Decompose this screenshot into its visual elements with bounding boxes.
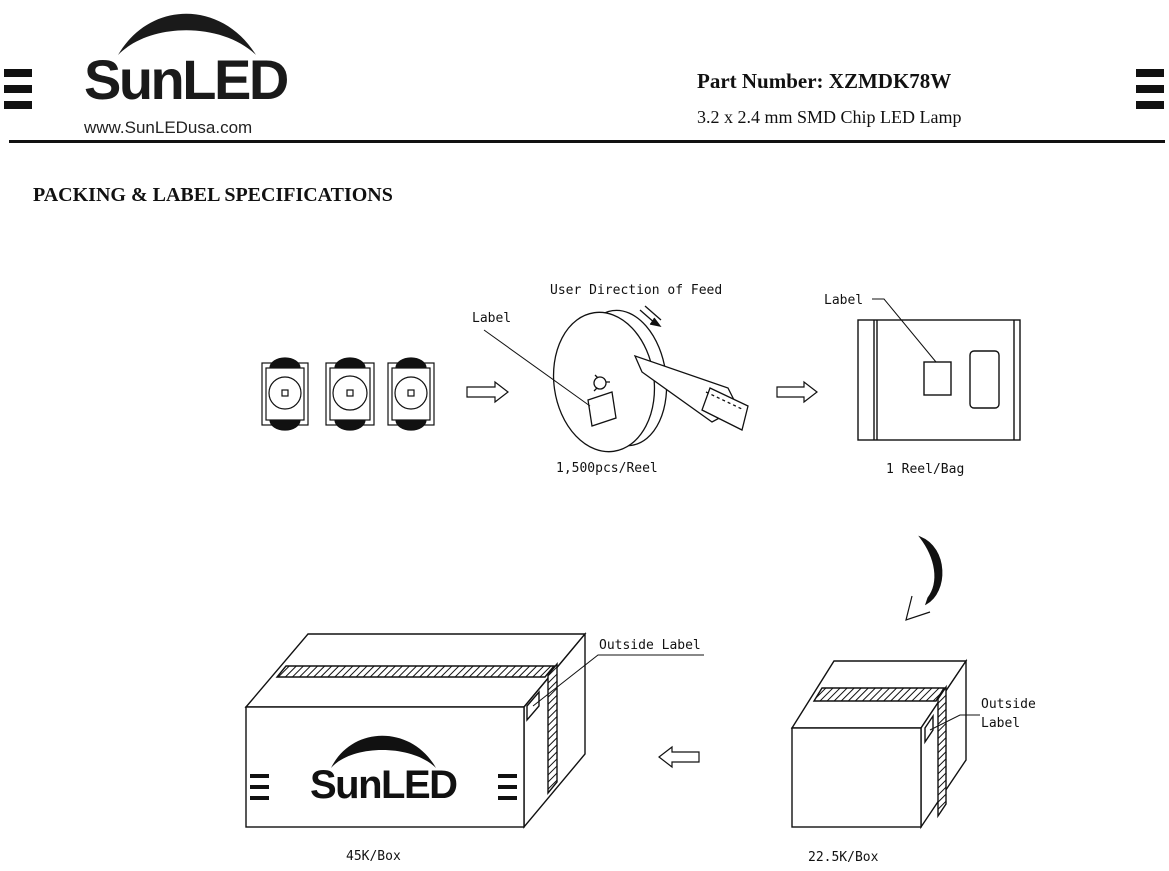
reel-label-leader xyxy=(483,329,591,407)
large-box-label-caption: Outside Label xyxy=(599,638,701,653)
small-shipping-box xyxy=(790,658,968,830)
bag-label-caption: Label xyxy=(824,293,864,308)
small-box-label-caption-line1: Outside xyxy=(981,697,1036,712)
led-chips xyxy=(261,357,435,431)
feed-direction-arrow xyxy=(639,305,662,327)
part-number: Part Number: XZMDK78W xyxy=(697,69,952,93)
bag-label-leader xyxy=(872,298,937,363)
brand-logo: SunLED xyxy=(84,48,289,111)
box-brand-logo: SunLED xyxy=(310,763,458,807)
large-box-quantity: 45K/Box xyxy=(346,849,401,864)
flow-arrow-2 xyxy=(776,380,818,404)
tape-reel xyxy=(552,309,749,453)
right-page-mark xyxy=(1136,69,1164,109)
large-shipping-box xyxy=(244,632,587,829)
curved-flow-arrow xyxy=(905,535,943,621)
small-box-quantity: 22.5K/Box xyxy=(808,850,879,865)
small-box-label-leader xyxy=(929,714,980,731)
large-box-label-leader xyxy=(532,654,704,707)
reel-label-caption: Label xyxy=(472,311,512,326)
feed-direction-label: User Direction of Feed xyxy=(550,283,723,298)
section-title: PACKING & LABEL SPECIFICATIONS xyxy=(33,184,393,206)
moisture-bag xyxy=(857,319,1021,441)
flow-arrow-3 xyxy=(658,745,700,769)
product-description: 3.2 x 2.4 mm SMD Chip LED Lamp xyxy=(697,107,962,127)
flow-arrow-1 xyxy=(466,380,509,404)
bag-quantity: 1 Reel/Bag xyxy=(886,462,965,477)
small-box-label-caption-line2: Label xyxy=(981,716,1021,731)
left-page-mark xyxy=(4,69,32,109)
header-divider xyxy=(9,140,1165,143)
logo-arc xyxy=(118,13,256,55)
website-url[interactable]: www.SunLEDusa.com xyxy=(84,118,253,137)
reel-quantity: 1,500pcs/Reel xyxy=(556,461,658,476)
